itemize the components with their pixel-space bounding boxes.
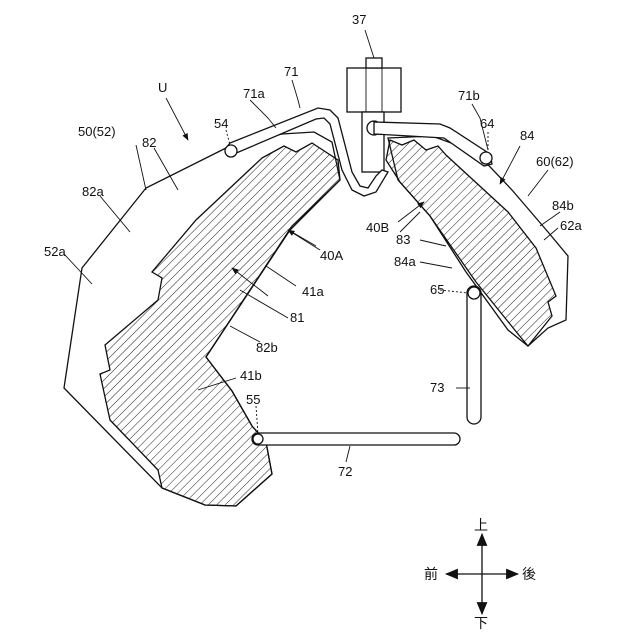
pivot-54 [225,145,237,157]
label-71a: 71a [243,86,265,101]
actuator-37 [347,68,401,112]
compass-rear-label: 後 [522,567,536,583]
label-64: 64 [480,116,494,131]
label-73: 73 [430,380,444,395]
link-72 [252,433,460,445]
label-U: U [158,80,167,95]
label-71: 71 [284,64,298,79]
actuator-37-cap [366,58,382,68]
label-81: 81 [290,310,304,325]
link-73 [467,286,481,424]
label-41b: 41b [240,368,262,383]
label-82b: 82b [256,340,278,355]
label-82: 82 [142,135,156,150]
label-83: 83 [396,232,410,247]
label-52a: 52a [44,244,66,259]
direction-compass: 上 下 前 後 [424,518,536,632]
compass-front-label: 前 [424,566,438,583]
label-72: 72 [338,464,352,479]
label-37: 37 [352,12,366,27]
label-84b: 84b [552,198,574,213]
pivot-65 [468,287,480,299]
pivot-55 [253,434,263,444]
label-62a: 62a [560,218,582,233]
label-41a: 41a [302,284,324,299]
label-40A: 40A [320,248,343,263]
compass-down-label: 下 [474,616,488,632]
label-50-52: 50(52) [78,124,116,139]
label-65: 65 [430,282,444,297]
label-84: 84 [520,128,534,143]
label-71b: 71b [458,88,480,103]
label-40B: 40B [366,220,389,235]
label-60-62: 60(62) [536,154,574,169]
label-84a: 84a [394,254,416,269]
pivot-64 [480,152,492,164]
label-82a: 82a [82,184,104,199]
label-54: 54 [214,116,228,131]
compass-up-label: 上 [474,518,488,534]
label-55: 55 [246,392,260,407]
